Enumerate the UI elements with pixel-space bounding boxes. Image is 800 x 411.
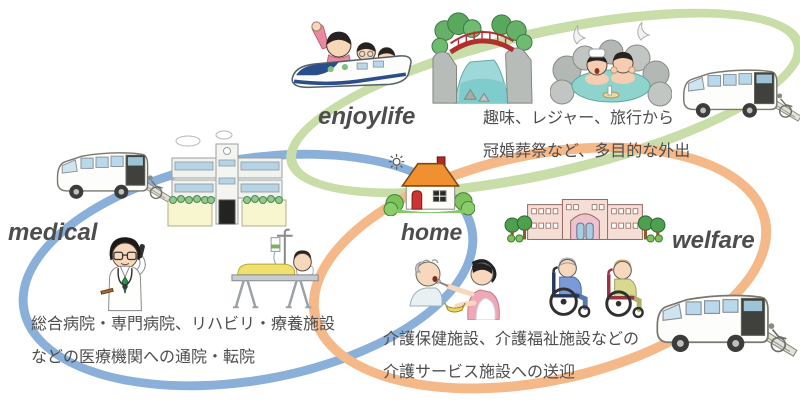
label-enjoylife: enjoylife — [318, 103, 416, 130]
travel-van-icon — [676, 56, 800, 128]
care-facility-icon — [503, 196, 667, 244]
caption-enjoylife-line1: 趣味、レジャー、旅行から — [483, 110, 675, 127]
caption-medical-line2: などの医療機関への通院・転院 — [31, 349, 256, 366]
sun-icon — [388, 153, 405, 170]
caption-welfare-line2: 介護サービス施設への送迎 — [383, 364, 576, 381]
caption-medical: 総合病院・専門病院、リハビリ・療養施設 などの医療機関への通院・転院 — [31, 308, 335, 374]
bridge-scenery-icon — [431, 12, 534, 107]
welfare-van-icon — [648, 280, 798, 372]
bullet-train-family-icon — [286, 16, 418, 104]
hot-spring-icon — [550, 22, 672, 107]
doctor-icon — [97, 230, 153, 314]
label-welfare: welfare — [672, 227, 755, 254]
caption-medical-line1: 総合病院・専門病院、リハビリ・療養施設 — [31, 316, 336, 333]
wheelchair-couple-icon — [542, 250, 648, 320]
caption-welfare-line1: 介護保健施設、介護福祉施設などの — [383, 331, 640, 348]
caption-enjoylife-line2: 冠婚葬祭など、多目的な外出 — [483, 143, 691, 160]
feeding-care-icon — [402, 246, 502, 320]
patient-stretcher-icon — [228, 226, 324, 314]
home-house-icon — [383, 152, 475, 216]
hospital-building-icon — [166, 128, 288, 228]
medical-van-icon — [50, 140, 172, 208]
caption-enjoylife: 趣味、レジャー、旅行から 冠婚葬祭など、多目的な外出 — [483, 102, 690, 168]
caption-welfare: 介護保健施設、介護福祉施設などの 介護サービス施設への送迎 — [383, 323, 639, 389]
label-medical: medical — [8, 219, 98, 246]
label-home: home — [401, 219, 463, 245]
